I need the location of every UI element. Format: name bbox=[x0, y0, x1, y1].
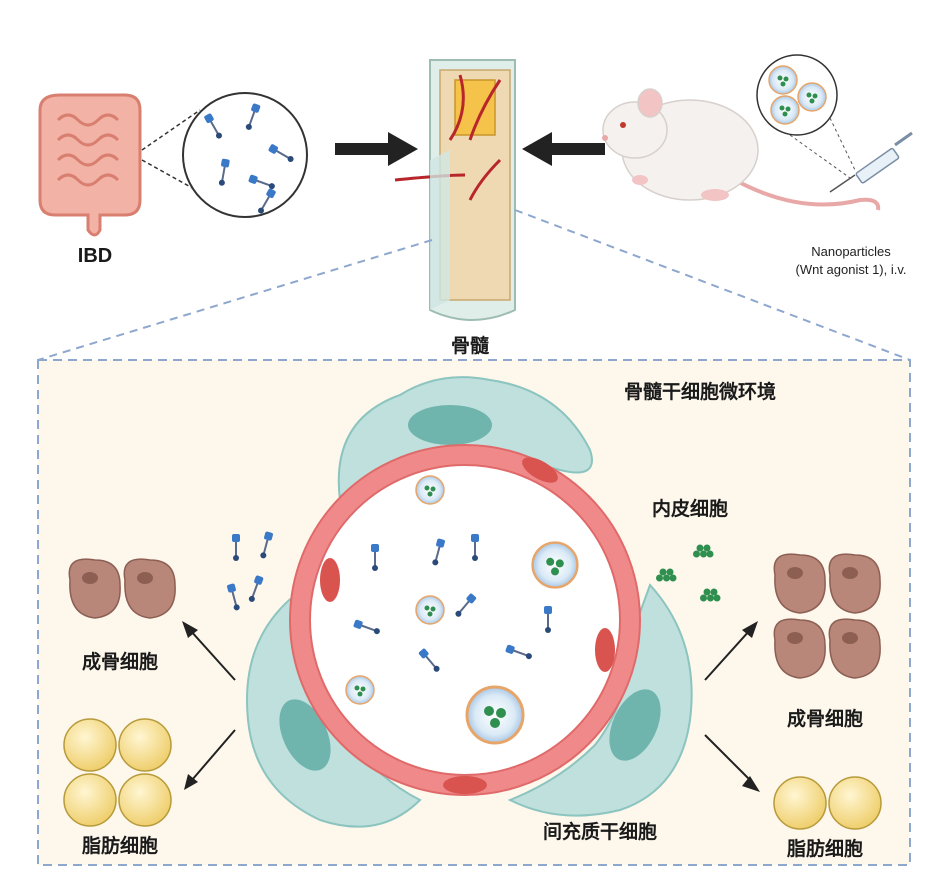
adipocyte-label-right: 脂肪细胞 bbox=[787, 837, 863, 860]
zoom-circle-antibodies bbox=[182, 92, 308, 218]
blood-vessel bbox=[289, 444, 641, 796]
osteoblast-cells-right bbox=[773, 553, 881, 679]
adipocyte-label-left: 脂肪细胞 bbox=[82, 834, 158, 857]
diff-arrow-right-up bbox=[704, 621, 758, 681]
osteoblast-cells-left bbox=[68, 558, 176, 619]
arrow-right-icon bbox=[335, 132, 418, 166]
nanoparticles-label-line1: Nanoparticles bbox=[811, 244, 891, 259]
mouse-illustration bbox=[602, 88, 881, 211]
adipocyte-cells-left bbox=[63, 718, 172, 827]
intestine-illustration bbox=[38, 93, 142, 237]
syringe-icon bbox=[829, 131, 913, 193]
diff-arrow-left-up bbox=[182, 621, 236, 681]
endothelial-label: 内皮细胞 bbox=[652, 497, 728, 520]
nanoparticles-label-line2: (Wnt agonist 1), i.v. bbox=[795, 262, 906, 277]
bone-illustration bbox=[394, 59, 516, 321]
diff-arrow-right-down bbox=[704, 734, 760, 792]
msc-label: 间充质干细胞 bbox=[543, 820, 657, 843]
diff-arrow-left-down bbox=[184, 729, 236, 790]
arrow-left-icon bbox=[522, 132, 605, 166]
adipocyte-cells-right bbox=[773, 776, 882, 830]
bone-marrow-label: 骨髓 bbox=[451, 334, 490, 357]
osteoblast-label-right: 成骨细胞 bbox=[787, 707, 863, 730]
msc-right bbox=[507, 583, 693, 817]
osteoblast-label-left: 成骨细胞 bbox=[82, 650, 158, 673]
panel-title: 骨髓干细胞微环境 bbox=[624, 380, 776, 403]
ibd-label: IBD bbox=[78, 245, 112, 267]
nanoparticle-zoom-circle bbox=[756, 54, 856, 179]
